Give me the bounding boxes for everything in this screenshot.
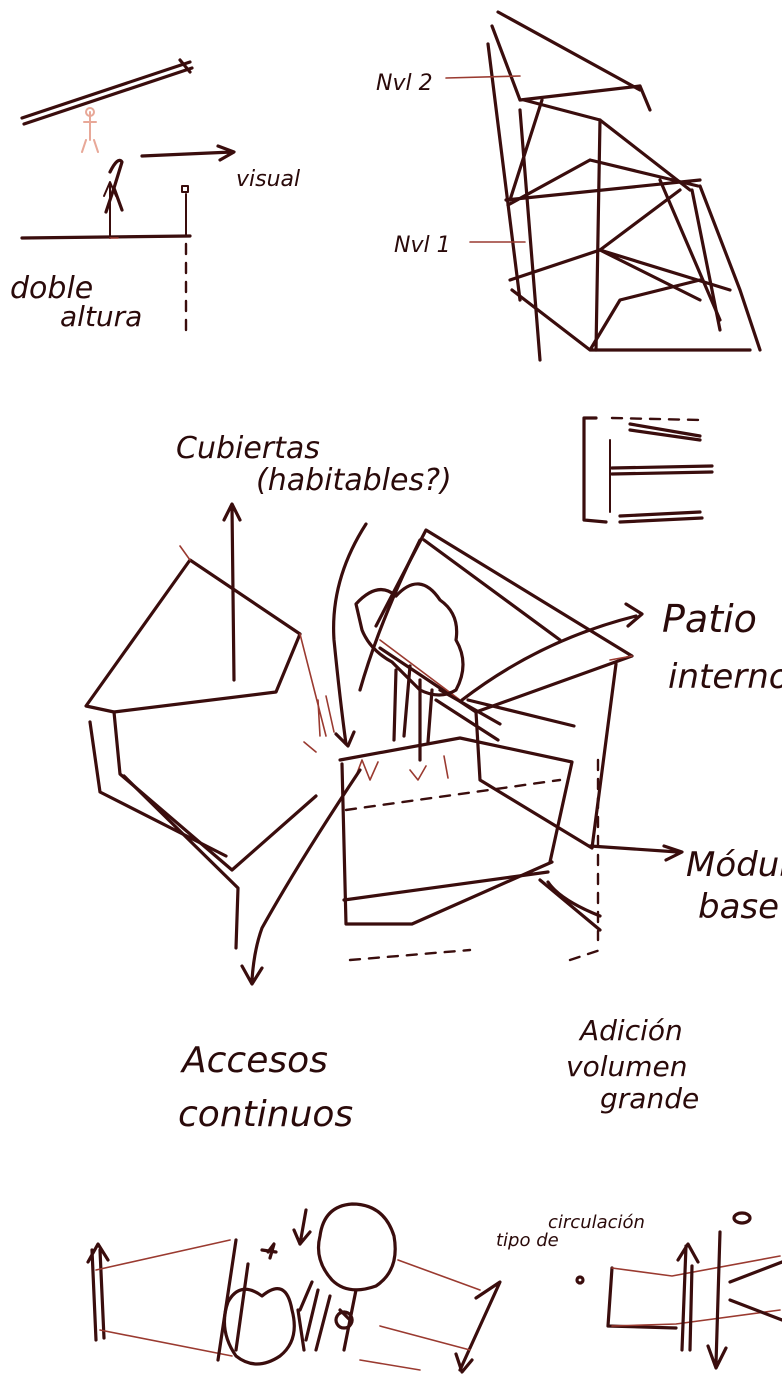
label-interno: interno xyxy=(668,657,782,697)
sketch-circulacion-a xyxy=(86,1202,502,1374)
label-adicion: Adición xyxy=(578,1014,683,1047)
label-habitables: (habitables?) xyxy=(256,463,452,498)
label-circulacion: circulación xyxy=(548,1212,645,1233)
label-doble: doble xyxy=(10,271,93,306)
label-nivel2: Nvl 2 xyxy=(376,71,433,96)
label-volumen: volumen xyxy=(566,1050,687,1083)
sketch-circulacion-b: tipo de circulación xyxy=(496,1211,782,1370)
label-tipo-de: tipo de xyxy=(496,1230,559,1251)
label-base: base xyxy=(698,887,779,927)
label-nivel1: Nvl 1 xyxy=(394,233,451,258)
sketch-volumenes: Cubiertas (habitables?) Patio interno Mó… xyxy=(84,431,782,1135)
sketch-seccion xyxy=(582,416,714,524)
label-cubiertas: Cubiertas xyxy=(176,431,320,466)
label-altura: altura xyxy=(60,300,142,333)
label-accesos: Accesos xyxy=(180,1040,328,1081)
label-modulo: Módulo xyxy=(686,845,782,885)
sketch-niveles: Nvl 2 Nvl 1 xyxy=(376,10,762,362)
label-continuos: continuos xyxy=(178,1094,353,1135)
label-grande: grande xyxy=(600,1082,699,1115)
sketch-doble-altura: visual doble altura xyxy=(10,58,300,333)
label-visual: visual xyxy=(236,167,300,192)
label-patio: Patio xyxy=(662,597,757,641)
